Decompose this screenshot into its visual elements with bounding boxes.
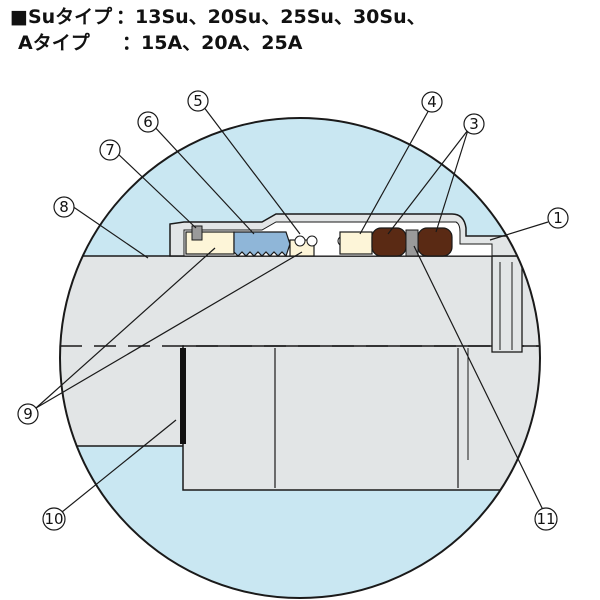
callout-4: 4 [421,91,443,113]
svg-text:8: 8 [59,198,69,216]
svg-text:9: 9 [23,405,33,423]
magnified-view-border [59,117,541,599]
su-type-label: ■Suタイプ [10,6,113,28]
callout-7: 7 [99,139,121,161]
callout-11: 11 [534,507,558,531]
o-ring-2 [417,227,453,257]
callout-6: 6 [137,111,159,133]
leader-lines [35,105,549,513]
svg-text:1: 1 [553,209,563,227]
spacer-ring-right [339,231,373,255]
svg-text:5: 5 [193,92,203,110]
su-type-sizes: ：13Su、20Su、25Su、30Su、 [116,6,426,28]
a-type-sizes: ：15A、20A、25A [122,32,303,54]
callout-8: 8 [53,196,75,218]
svg-text:6: 6 [143,113,153,131]
callout-1: 1 [547,207,569,229]
backup-ring [405,229,419,257]
end-ring [180,348,186,444]
header-line-su-type: ■Suタイプ：13Su、20Su、25Su、30Su、 [10,6,426,28]
callout-5: 5 [187,90,209,112]
a-type-label: Aタイプ [18,32,90,54]
grip-ring [233,231,291,258]
ball-2 [306,235,318,247]
callout-3: 3 [463,113,485,135]
header-line-a-type: Aタイプ ：15A、20A、25A [18,32,302,54]
small-pin [191,225,203,241]
inserted-tube [182,345,540,491]
svg-text:11: 11 [536,510,555,528]
svg-text:10: 10 [44,510,63,528]
pipe-end-step [491,255,523,353]
svg-text:3: 3 [469,115,479,133]
svg-text:7: 7 [105,141,115,159]
ball-1 [294,235,306,247]
svg-text:4: 4 [427,93,437,111]
callout-9: 9 [17,403,39,425]
callout-10: 10 [42,507,66,531]
